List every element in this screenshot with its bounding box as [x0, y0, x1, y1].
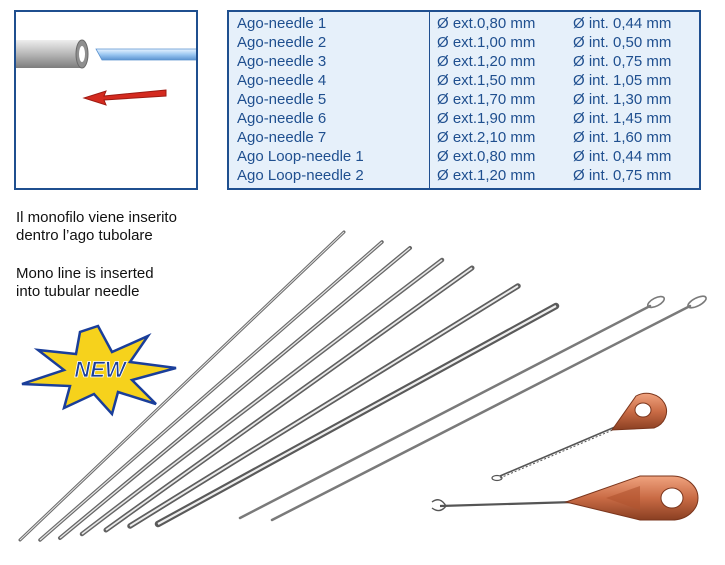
- starburst-shape: [21, 324, 177, 417]
- table-row: Ago-needle 5 Ø ext.1,70 mm Ø int. 1,30 m…: [229, 90, 699, 109]
- table-column-divider: [429, 12, 430, 188]
- inner-diameter: Ø int. 0,75 mm: [573, 53, 672, 70]
- needle-name: Ago-needle 3: [237, 53, 327, 70]
- needle-6-highlight: [129, 285, 519, 527]
- needle-name: Ago-needle 7: [237, 129, 327, 146]
- outer-diameter: Ø ext.0,80 mm: [437, 15, 536, 32]
- inner-diameter: Ø int. 0,44 mm: [573, 15, 672, 32]
- needle-1-highlight: [19, 231, 345, 541]
- loop-needle-1: [238, 304, 652, 520]
- needle-spec-table: Ago-needle 1 Ø ext.0,80 mm Ø int. 0,44 m…: [227, 10, 701, 190]
- new-starburst-badge: NEW: [21, 324, 177, 417]
- small-tool-wire-twist: [499, 425, 623, 479]
- insert-arrow-icon: [82, 89, 167, 106]
- mono-line: [95, 48, 196, 61]
- caption-italian-line2: dentro l’ago tubolare: [16, 227, 153, 244]
- large-tool-wire: [439, 500, 575, 508]
- outer-diameter: Ø ext.1,00 mm: [437, 34, 536, 51]
- small-tool-handle-hole: [634, 402, 652, 418]
- needle-7-highlight: [157, 305, 557, 525]
- loop-needle-2: [270, 304, 692, 522]
- outer-diameter: Ø ext.1,20 mm: [437, 53, 536, 70]
- table-row: Ago-needle 1 Ø ext.0,80 mm Ø int. 0,44 m…: [229, 14, 699, 33]
- tube-body: [16, 40, 82, 68]
- large-tool-handle-groove: [606, 486, 640, 510]
- needle-name: Ago Loop-needle 1: [237, 148, 364, 165]
- needle-3-highlight: [59, 247, 411, 539]
- caption-english-line1: Mono line is inserted: [16, 265, 154, 282]
- small-tool-hook: [491, 474, 503, 482]
- outer-diameter: Ø ext.1,70 mm: [437, 91, 536, 108]
- outer-diameter: Ø ext.1,20 mm: [437, 167, 536, 184]
- needle-name: Ago Loop-needle 2: [237, 167, 364, 184]
- caption-italian-line1: Il monofilo viene inserito: [16, 209, 177, 226]
- needle-5-highlight: [105, 267, 473, 531]
- needle-insertion-illustration: [16, 39, 196, 106]
- new-badge-label: NEW: [74, 357, 128, 382]
- small-tool-wire: [499, 423, 623, 477]
- inner-diameter: Ø int. 1,05 mm: [573, 72, 672, 89]
- table-row: Ago-needle 6 Ø ext.1,90 mm Ø int. 1,45 m…: [229, 109, 699, 128]
- large-loop-tool: [431, 475, 699, 521]
- table-row: Ago-needle 2 Ø ext.1,00 mm Ø int. 0,50 m…: [229, 33, 699, 52]
- needle-2-highlight: [39, 241, 383, 541]
- inner-diameter: Ø int. 0,75 mm: [573, 167, 672, 184]
- table-row: Ago Loop-needle 2 Ø ext.1,20 mm Ø int. 0…: [229, 166, 699, 185]
- insertion-diagram: [14, 10, 198, 190]
- needle-name: Ago-needle 6: [237, 110, 327, 127]
- loop-needle-2-eye: [687, 295, 707, 309]
- needle-name: Ago-needle 2: [237, 34, 327, 51]
- outer-diameter: Ø ext.2,10 mm: [437, 129, 536, 146]
- table-row: Ago-needle 7 Ø ext.2,10 mm Ø int. 1,60 m…: [229, 128, 699, 147]
- outer-diameter: Ø ext.1,90 mm: [437, 110, 536, 127]
- outer-diameter: Ø ext.0,80 mm: [437, 148, 536, 165]
- inner-diameter: Ø int. 1,60 mm: [573, 129, 672, 146]
- inner-diameter: Ø int. 0,44 mm: [573, 148, 672, 165]
- needle-name: Ago-needle 4: [237, 72, 327, 89]
- table-row: Ago-needle 4 Ø ext.1,50 mm Ø int. 1,05 m…: [229, 71, 699, 90]
- loop-needle-1-eye: [646, 295, 666, 309]
- outer-diameter: Ø ext.1,50 mm: [437, 72, 536, 89]
- inner-diameter: Ø int. 1,45 mm: [573, 110, 672, 127]
- straight-needles: [18, 230, 560, 542]
- needle-name: Ago-needle 5: [237, 91, 327, 108]
- small-loop-tool: [491, 392, 667, 482]
- needle-name: Ago-needle 1: [237, 15, 327, 32]
- needles-product-illustration: NEW: [18, 230, 707, 542]
- table-row: Ago Loop-needle 1 Ø ext.0,80 mm Ø int. 0…: [229, 147, 699, 166]
- large-tool-hook: [431, 499, 447, 512]
- tube-inner-hole: [79, 46, 85, 62]
- needle-4-highlight: [81, 259, 443, 535]
- loop-needles: [238, 295, 707, 522]
- caption-english-line2: into tubular needle: [16, 283, 140, 300]
- table-row: Ago-needle 3 Ø ext.1,20 mm Ø int. 0,75 m…: [229, 52, 699, 71]
- large-tool-handle-hole: [660, 487, 684, 509]
- inner-diameter: Ø int. 1,30 mm: [573, 91, 672, 108]
- inner-diameter: Ø int. 0,50 mm: [573, 34, 672, 51]
